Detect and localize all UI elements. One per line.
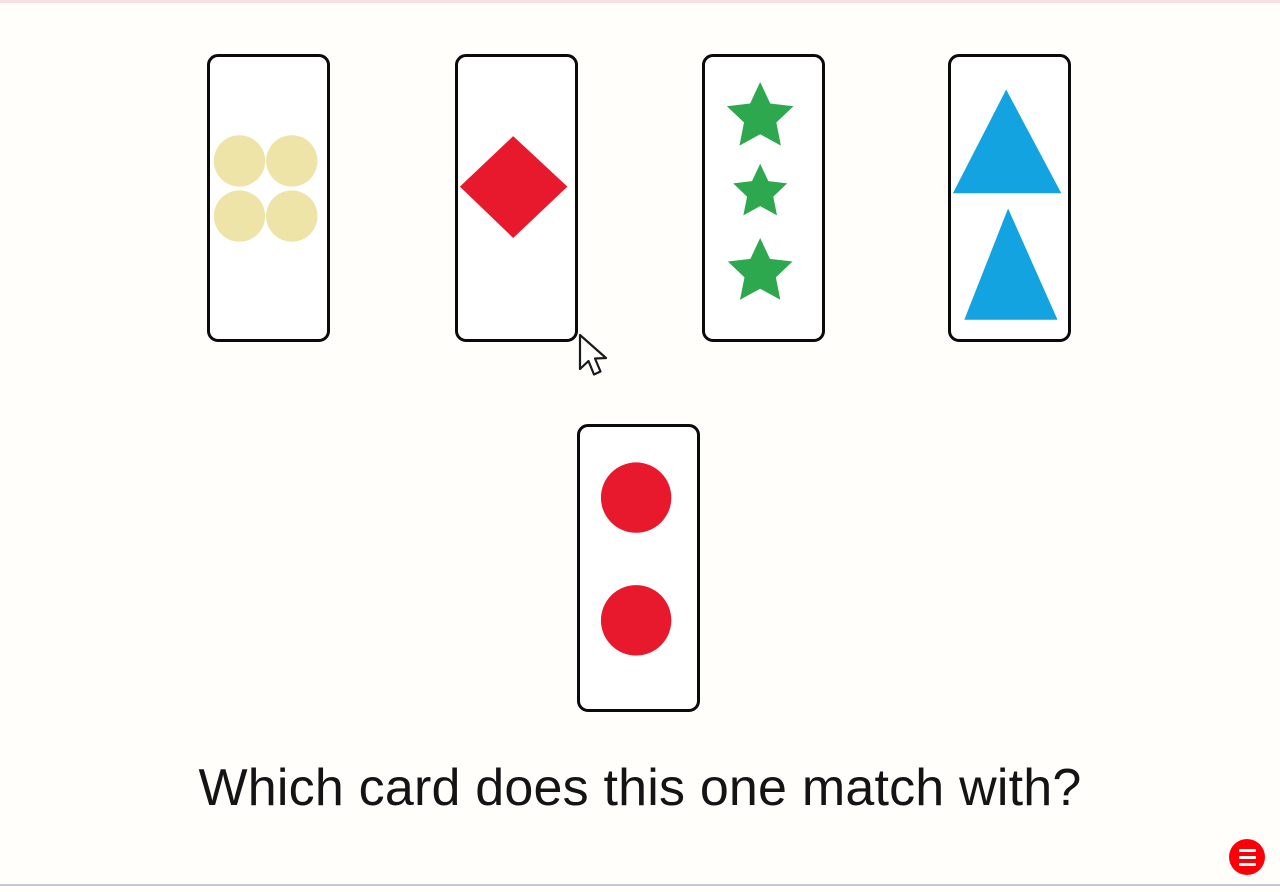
hamburger-menu-icon-bar (1238, 855, 1256, 859)
red-circle (600, 585, 672, 656)
green-star (726, 81, 794, 146)
menu-button[interactable] (1229, 839, 1265, 875)
hamburger-menu-icon-bar (1238, 862, 1256, 866)
red-circle (600, 462, 672, 533)
card-option-1[interactable] (207, 54, 330, 342)
card-query[interactable] (577, 424, 700, 712)
card-option-4-art (952, 89, 1062, 320)
blue-triangle (964, 208, 1058, 320)
card-option-3[interactable] (702, 54, 825, 342)
green-star (733, 163, 788, 216)
prompt-text: Which card does this one match with? (198, 759, 1082, 817)
green-star (727, 237, 793, 300)
yellow-circle (213, 190, 266, 242)
card-option-2-art (459, 136, 568, 238)
yellow-circle (213, 135, 266, 187)
hamburger-menu-icon (1238, 848, 1256, 852)
card-option-4[interactable] (948, 54, 1071, 342)
card-query-art (600, 462, 672, 656)
yellow-circle (266, 190, 318, 242)
top-divider (0, 0, 1280, 3)
card-option-2[interactable] (455, 54, 578, 342)
red-diamond (459, 136, 568, 238)
bottom-divider (0, 884, 1280, 886)
arrow-cursor-icon (578, 333, 608, 376)
card-option-1-art (213, 135, 318, 242)
card-option-3-art (726, 81, 794, 300)
blue-triangle (952, 89, 1062, 194)
yellow-circle (266, 135, 318, 187)
